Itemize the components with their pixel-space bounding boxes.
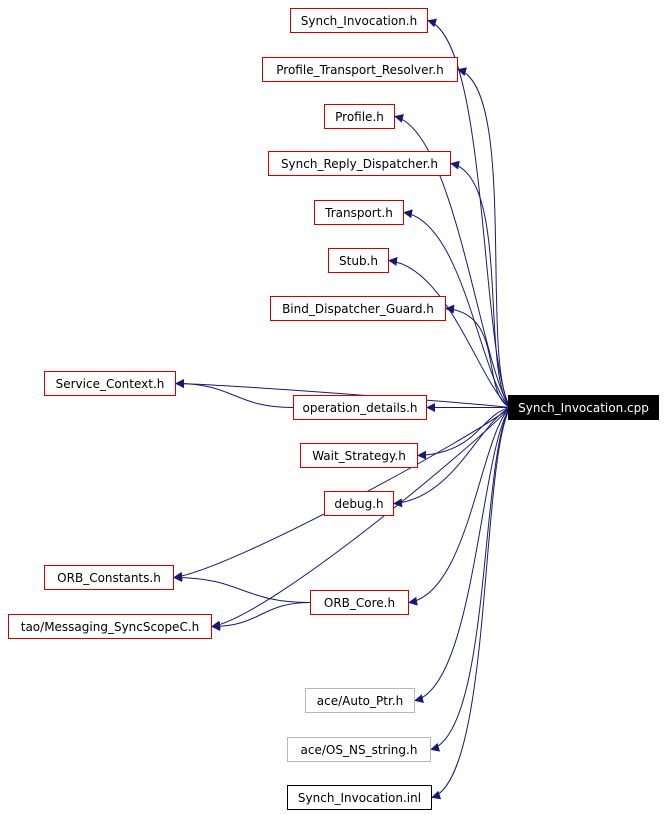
node-messaging-syncscopec-h[interactable]: tao/Messaging_SyncScopeC.h bbox=[8, 614, 212, 639]
node-label: Transport.h bbox=[325, 205, 393, 220]
edge-root-to-profile-transport-resolver-h bbox=[457, 67, 511, 408]
edge-operation-details-h-to-service-context-h bbox=[175, 379, 294, 408]
node-label: operation_details.h bbox=[302, 400, 418, 415]
node-label: debug.h bbox=[334, 496, 384, 511]
node-synch-invocation-h[interactable]: Synch_Invocation.h bbox=[290, 8, 428, 33]
node-label: ORB_Constants.h bbox=[57, 570, 161, 585]
edge-root-to-bind-dispatcher-guard-h bbox=[445, 304, 511, 408]
node-synch-invocation-inl[interactable]: Synch_Invocation.inl bbox=[287, 785, 432, 810]
node-label: ORB_Core.h bbox=[323, 595, 396, 610]
node-label: Profile_Transport_Resolver.h bbox=[276, 62, 444, 77]
node-root[interactable]: Synch_Invocation.cpp bbox=[508, 395, 659, 420]
edge-root-to-orb-core-h bbox=[408, 407, 511, 606]
node-orb-core-h[interactable]: ORB_Core.h bbox=[310, 590, 409, 615]
node-label: tao/Messaging_SyncScopeC.h bbox=[20, 619, 200, 634]
edge-root-to-ace-os-ns-string-h bbox=[430, 407, 511, 752]
node-label: ace/Auto_Ptr.h bbox=[316, 693, 404, 708]
node-label: Stub.h bbox=[339, 253, 378, 268]
edge-orb-core-h-to-orb-constants-h bbox=[173, 573, 311, 603]
node-label: Service_Context.h bbox=[55, 376, 165, 391]
node-label: ace/OS_NS_string.h bbox=[300, 742, 418, 757]
node-service-context-h[interactable]: Service_Context.h bbox=[44, 371, 176, 396]
edge-root-to-ace-auto-ptr-h bbox=[414, 407, 511, 703]
node-orb-constants-h[interactable]: ORB_Constants.h bbox=[44, 565, 174, 590]
node-label: Synch_Invocation.cpp bbox=[518, 400, 649, 415]
edge-root-to-synch-reply-dispatcher-h bbox=[450, 160, 511, 408]
edge-root-to-profile-h bbox=[394, 114, 511, 408]
node-ace-os-ns-string-h[interactable]: ace/OS_NS_string.h bbox=[287, 737, 431, 762]
node-debug-h[interactable]: debug.h bbox=[324, 491, 394, 516]
node-transport-h[interactable]: Transport.h bbox=[314, 200, 404, 225]
node-wait-strategy-h[interactable]: Wait_Strategy.h bbox=[300, 443, 418, 468]
node-profile-h[interactable]: Profile.h bbox=[324, 104, 395, 129]
edge-root-to-messaging-syncscopec-h bbox=[211, 407, 511, 630]
edge-root-to-transport-h bbox=[403, 209, 511, 408]
edge-root-to-synch-invocation-inl bbox=[431, 407, 511, 800]
edge-root-to-service-context-h bbox=[175, 379, 511, 408]
node-ace-auto-ptr-h[interactable]: ace/Auto_Ptr.h bbox=[305, 688, 415, 713]
node-label: Profile.h bbox=[335, 109, 384, 124]
node-label: Wait_Strategy.h bbox=[312, 448, 406, 463]
node-label: Synch_Invocation.h bbox=[300, 13, 418, 28]
node-label: Synch_Reply_Dispatcher.h bbox=[280, 156, 439, 171]
node-profile-transport-resolver-h[interactable]: Profile_Transport_Resolver.h bbox=[262, 57, 458, 82]
node-stub-h[interactable]: Stub.h bbox=[328, 248, 389, 273]
node-label: Bind_Dispatcher_Guard.h bbox=[282, 301, 434, 316]
edge-orb-core-h-to-messaging-syncscopec-h bbox=[211, 602, 311, 631]
node-operation-details-h[interactable]: operation_details.h bbox=[293, 395, 427, 420]
node-label: Synch_Invocation.inl bbox=[297, 790, 422, 805]
node-bind-dispatcher-guard-h[interactable]: Bind_Dispatcher_Guard.h bbox=[270, 296, 446, 321]
node-synch-reply-dispatcher-h[interactable]: Synch_Reply_Dispatcher.h bbox=[268, 151, 451, 176]
